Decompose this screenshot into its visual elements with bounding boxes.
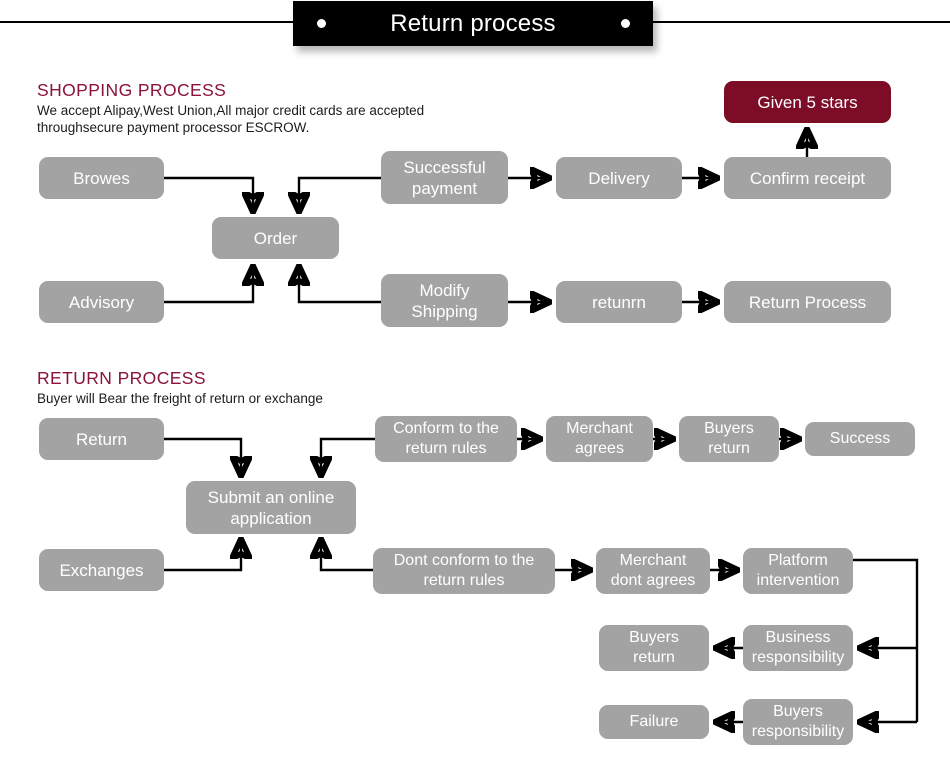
link-successful-payment-order xyxy=(299,176,381,210)
title-banner: Return process xyxy=(293,1,653,46)
node-platform-intervention[interactable]: Platform intervention xyxy=(743,548,853,594)
link-browes-order xyxy=(164,176,253,210)
node-order[interactable]: Order xyxy=(212,217,339,259)
node-business-responsibility[interactable]: Business responsibility xyxy=(743,625,853,671)
link-conform-submit-application xyxy=(321,437,375,474)
node-merchant-agrees[interactable]: Merchant agrees xyxy=(546,416,653,462)
return-process-heading: RETURN PROCESS xyxy=(37,368,206,388)
shopping-process-description: We accept Alipay,West Union,All major cr… xyxy=(37,103,425,135)
node-delivery[interactable]: Delivery xyxy=(556,157,682,199)
return-process-description: Buyer will Bear the freight of return or… xyxy=(37,391,323,406)
node-buyers-return-top[interactable]: Buyers return xyxy=(679,416,779,462)
node-dont-conform-return-rules[interactable]: Dont conform to the return rules xyxy=(373,548,555,594)
node-merchant-dont-agrees[interactable]: Merchant dont agrees xyxy=(596,548,710,594)
bullet-dot-left-icon xyxy=(317,19,326,28)
node-return-process[interactable]: Return Process xyxy=(724,281,891,323)
node-conform-return-rules[interactable]: Conform to the return rules xyxy=(375,416,517,462)
node-retunrn[interactable]: retunrn xyxy=(556,281,682,323)
node-modify-shipping[interactable]: Modify Shipping xyxy=(381,274,508,327)
node-buyers-responsibility[interactable]: Buyers responsibility xyxy=(743,699,853,745)
link-return-submit-application xyxy=(164,437,241,474)
node-submit-online-application[interactable]: Submit an online application xyxy=(186,481,356,534)
node-browes[interactable]: Browes xyxy=(39,157,164,199)
link-exchanges-submit-application xyxy=(164,541,241,572)
node-successful-payment[interactable]: Successful payment xyxy=(381,151,508,204)
page-title: Return process xyxy=(390,10,556,37)
link-modify-shipping-order xyxy=(299,268,381,304)
node-failure[interactable]: Failure xyxy=(599,705,709,739)
node-given-5-stars[interactable]: Given 5 stars xyxy=(724,81,891,123)
bullet-dot-right-icon xyxy=(621,19,630,28)
node-buyers-return-mid[interactable]: Buyers return xyxy=(599,625,709,671)
link-platform-intervention-bus xyxy=(853,558,919,722)
node-advisory[interactable]: Advisory xyxy=(39,281,164,323)
link-dont-conform-submit-application xyxy=(321,541,373,572)
node-exchanges[interactable]: Exchanges xyxy=(39,549,164,591)
node-return[interactable]: Return xyxy=(39,418,164,460)
shopping-process-heading: SHOPPING PROCESS xyxy=(37,80,227,100)
node-success[interactable]: Success xyxy=(805,422,915,456)
node-confirm-receipt[interactable]: Confirm receipt xyxy=(724,157,891,199)
link-advisory-order xyxy=(164,268,253,304)
